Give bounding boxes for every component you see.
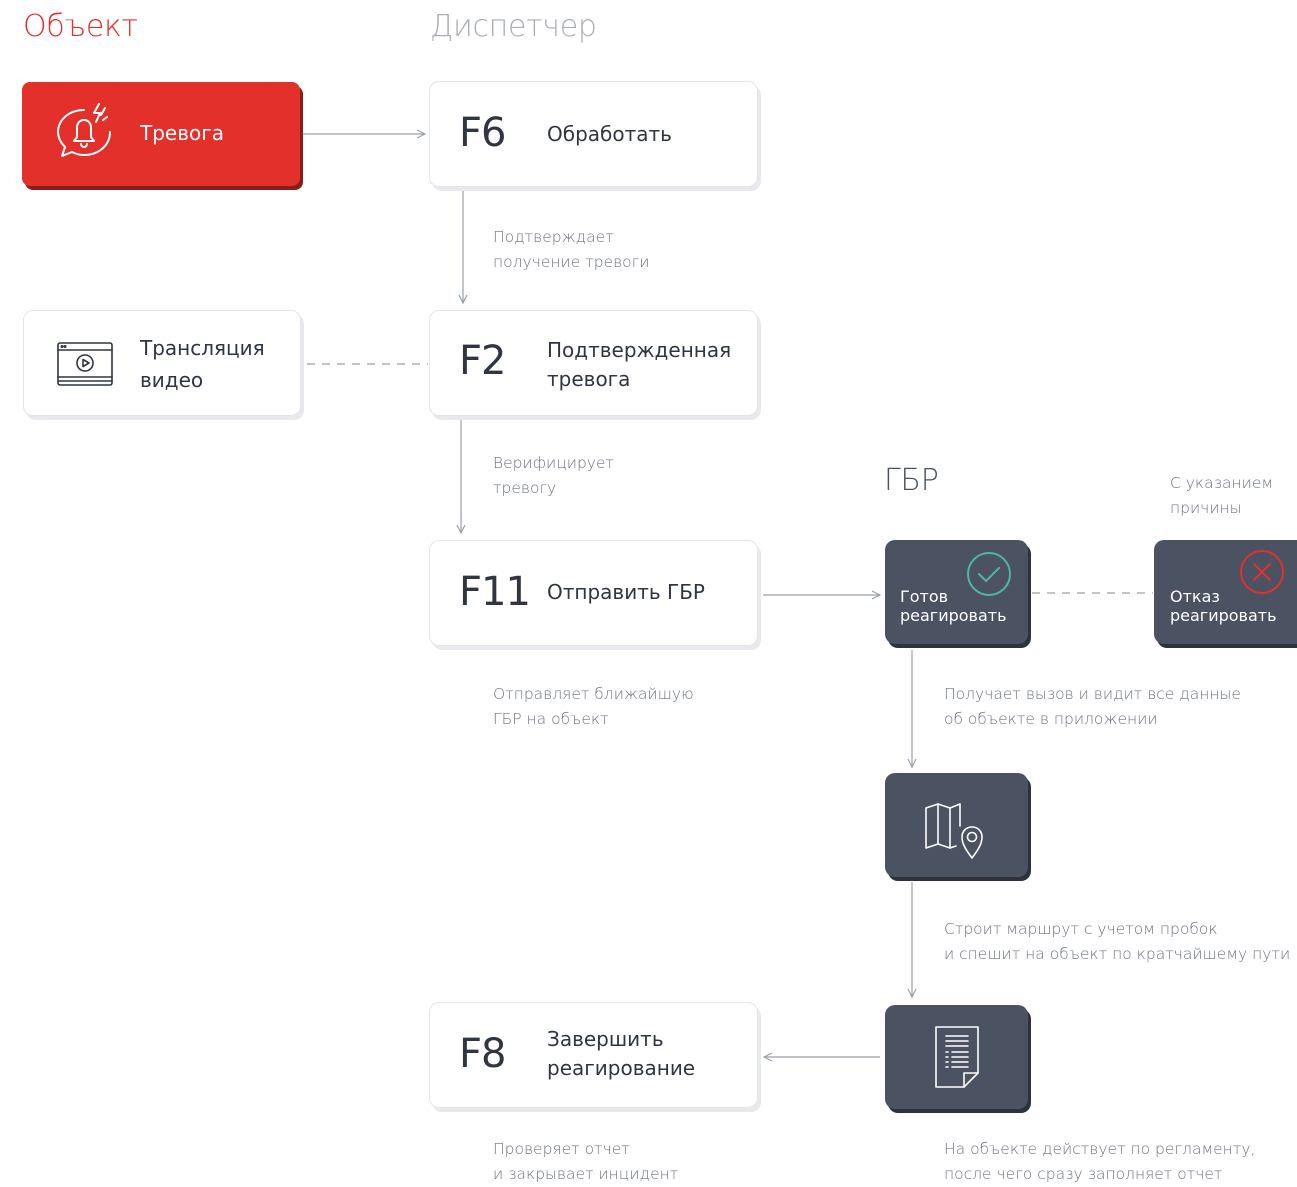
cross-circle-icon bbox=[1240, 550, 1284, 594]
alarm-bell-icon bbox=[57, 103, 111, 157]
f6-box: F6 Обработать bbox=[429, 81, 758, 187]
gbr-ready-label: Готов реагировать bbox=[900, 587, 1007, 625]
note-confirms: Подтверждает получение тревоги bbox=[493, 228, 650, 271]
f11-box: F11 Отправить ГБР bbox=[429, 540, 758, 646]
header-gbr: ГБР bbox=[884, 463, 939, 498]
gbr-ready-box: Готов реагировать bbox=[885, 540, 1028, 644]
note-checks: Проверяет отчет и закрывает инцидент bbox=[493, 1140, 679, 1183]
map-pin-icon bbox=[925, 803, 983, 859]
note-with-reason: С указанием причины bbox=[1170, 474, 1274, 517]
gbr-report-box bbox=[885, 1005, 1028, 1109]
gbr-refuse-box: Отказ реагировать bbox=[1154, 540, 1297, 644]
note-acts: На объекте действует по регламенту, посл… bbox=[944, 1140, 1256, 1183]
video-stream-label: Трансляция видео bbox=[140, 336, 265, 392]
f6-label: Обработать bbox=[547, 122, 672, 146]
f2-label: Подтвержденная тревога bbox=[547, 338, 732, 391]
alarm-label: Тревога bbox=[140, 121, 225, 145]
gbr-route-box bbox=[885, 773, 1028, 877]
video-stream-box: Трансляция видео bbox=[23, 310, 301, 416]
note-sends: Отправляет ближайшую ГБР на объект bbox=[493, 685, 694, 728]
video-player-icon bbox=[57, 342, 113, 386]
report-document-icon bbox=[935, 1026, 979, 1088]
f11-code: F11 bbox=[459, 569, 531, 615]
f6-code: F6 bbox=[459, 110, 506, 156]
header-object: Объект bbox=[23, 9, 138, 44]
f2-code: F2 bbox=[459, 338, 506, 384]
f8-label: Завершить реагирование bbox=[547, 1027, 696, 1080]
gbr-refuse-label: Отказ реагировать bbox=[1170, 587, 1277, 625]
f8-code: F8 bbox=[459, 1031, 506, 1077]
note-receives: Получает вызов и видит все данные об объ… bbox=[944, 685, 1241, 728]
f11-label: Отправить ГБР bbox=[547, 580, 705, 604]
alarm-box: Тревога bbox=[22, 82, 300, 186]
check-circle-icon bbox=[967, 552, 1011, 596]
note-verifies: Верифицирует тревогу bbox=[493, 454, 615, 497]
header-dispatcher: Диспетчер bbox=[430, 9, 597, 44]
f8-box: F8 Завершить реагирование bbox=[429, 1002, 758, 1108]
f2-box: F2 Подтвержденная тревога bbox=[429, 310, 758, 416]
note-route: Строит маршрут с учетом пробок и спешит … bbox=[944, 920, 1291, 963]
